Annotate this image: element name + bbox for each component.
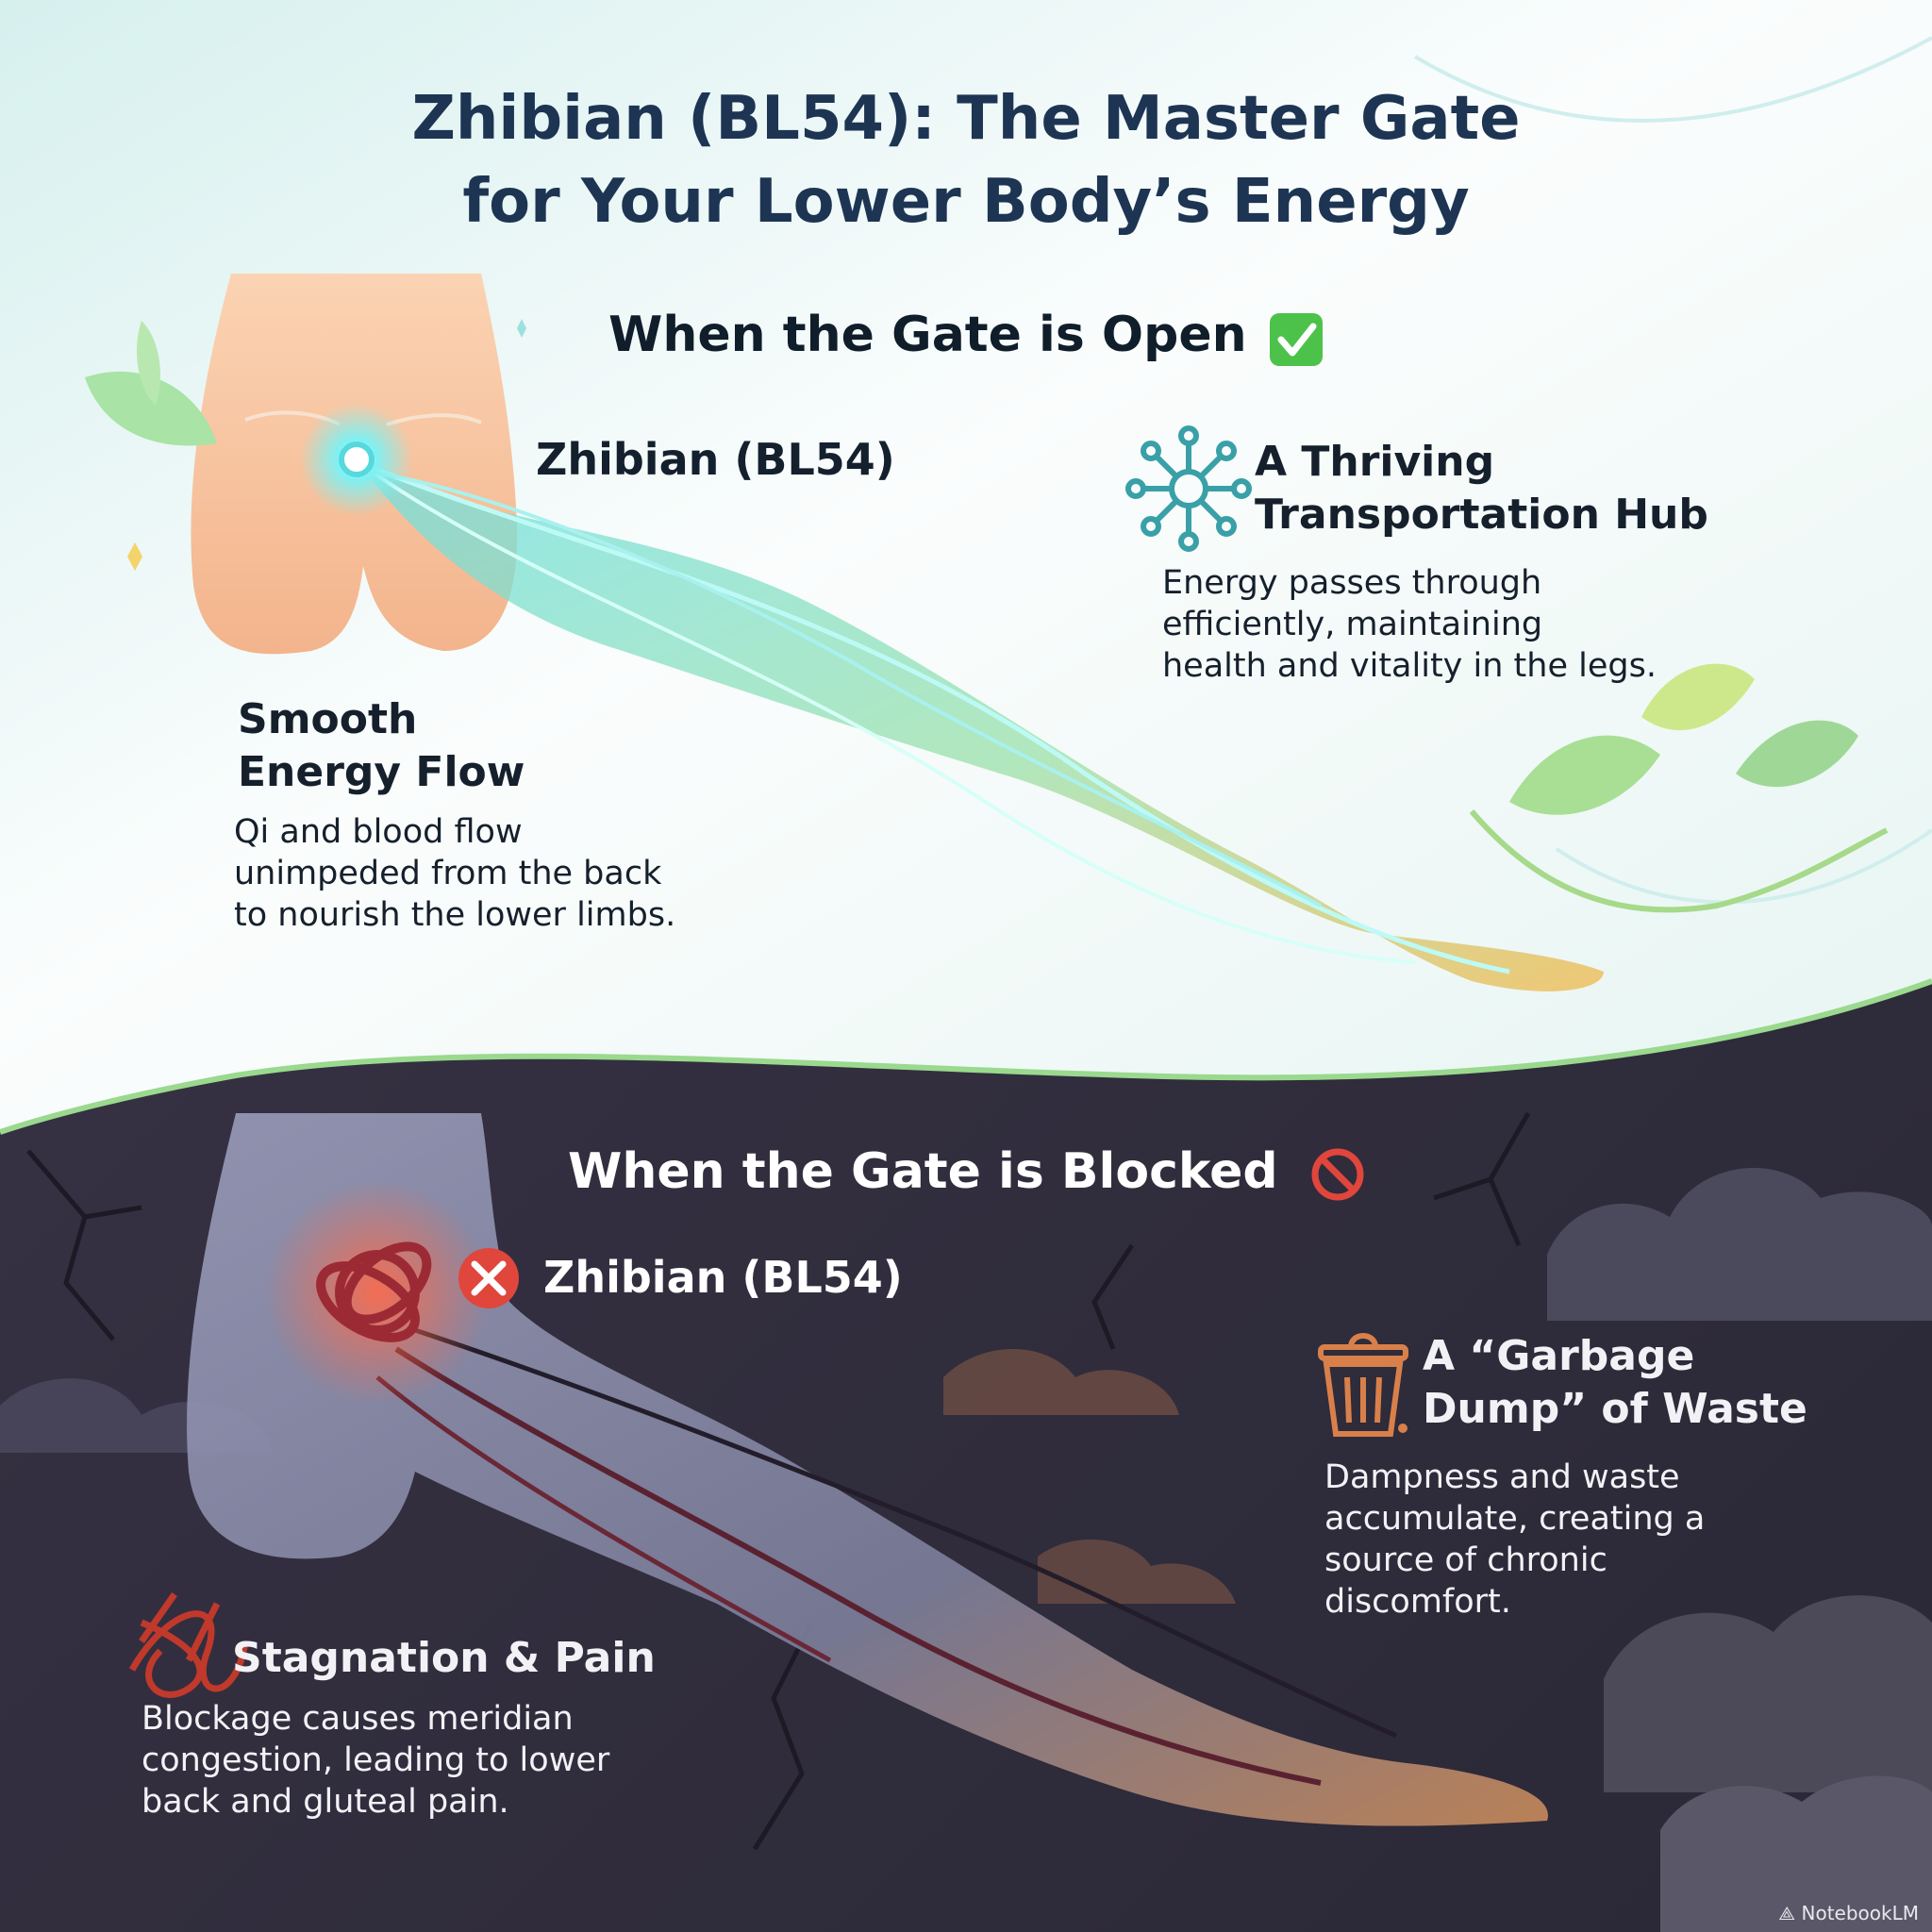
feature-desc-line: unimpeded from the back <box>234 855 662 892</box>
watermark: ⟁ NotebookLM <box>1778 1902 1919 1924</box>
feature-desc-line: Blockage causes meridian <box>142 1700 574 1738</box>
open-section-heading: When the Gate is Open <box>608 307 1247 363</box>
leaf-decoration <box>1736 720 1858 788</box>
swirl-line <box>1555 828 1932 905</box>
knot-blockage <box>316 1241 432 1342</box>
crack-decoration <box>26 1149 142 1341</box>
blockage-glow <box>264 1179 491 1406</box>
leaf-decoration <box>85 371 217 446</box>
crack-decoration <box>752 1621 814 1851</box>
cloud-decoration <box>1604 1595 1932 1792</box>
acupoint-marker-open <box>339 441 375 477</box>
trash-can-icon <box>1318 1333 1408 1437</box>
x-circle-icon <box>458 1248 519 1308</box>
page-title: Zhibian (BL54): The Master Gate for Your… <box>0 77 1932 243</box>
watermark-text: NotebookLM <box>1801 1902 1920 1924</box>
blocked-section-heading: When the Gate is Blocked <box>568 1143 1278 1200</box>
sparkle-decoration <box>127 542 142 571</box>
feature-title-line: Stagnation & Pain <box>232 1634 656 1682</box>
feature-title-line: A Thriving <box>1255 438 1495 486</box>
feature-desc-line: health and vitality in the legs. <box>1162 647 1657 685</box>
feature-title-flow: Smooth Energy Flow <box>238 693 525 799</box>
feature-desc-line: to nourish the lower limbs. <box>234 896 676 934</box>
prohibited-icon <box>1311 1148 1364 1201</box>
section-divider <box>0 978 1932 1135</box>
feature-title-line: Dump” of Waste <box>1423 1385 1807 1433</box>
meridian-line <box>358 459 1510 974</box>
smoke-decoration <box>943 1349 1179 1415</box>
feature-title-line: Transportation Hub <box>1255 491 1708 539</box>
notebooklm-logo-icon: ⟁ <box>1778 1902 1802 1924</box>
feature-desc-line: source of chronic <box>1324 1541 1607 1579</box>
meridian-line <box>357 460 1416 964</box>
sparkle-decoration <box>517 319 526 338</box>
acupoint-label-open: Zhibian (BL54) <box>536 434 895 485</box>
blocked-leg-figure <box>187 1113 1548 1826</box>
check-box-icon <box>1270 313 1323 366</box>
leaf-decoration <box>137 321 160 406</box>
feature-desc-line: back and gluteal pain. <box>142 1783 509 1821</box>
meridian-line <box>367 470 1322 908</box>
network-hub-icon <box>1125 425 1252 552</box>
crack-decoration <box>1091 1243 1135 1350</box>
feature-desc-line: accumulate, creating a <box>1324 1500 1706 1538</box>
crack-decoration <box>1433 1111 1531 1246</box>
feature-title-line: Energy Flow <box>238 748 525 796</box>
acupoint-label-blocked: Zhibian (BL54) <box>543 1252 903 1303</box>
cloud-decoration <box>1547 1167 1932 1321</box>
feature-title-line: Smooth <box>238 695 418 743</box>
feature-title-hub: A Thriving Transportation Hub <box>1255 436 1708 541</box>
feature-desc-hub: Energy passes through efficiently, maint… <box>1162 562 1657 687</box>
title-line: for Your Lower Body’s Energy <box>462 167 1470 237</box>
congested-meridian <box>375 1375 832 1663</box>
feature-desc-line: efficiently, maintaining <box>1162 606 1543 643</box>
energy-flow-leg <box>358 462 1604 991</box>
feature-desc-line: discomfort. <box>1324 1583 1511 1621</box>
congested-meridian <box>394 1346 1322 1786</box>
trash-dot-decoration <box>1398 1424 1407 1433</box>
vine-decoration <box>1469 809 1889 913</box>
smoke-decoration <box>1038 1539 1236 1604</box>
feature-title-line: A “Garbage <box>1423 1332 1695 1380</box>
feature-desc-line: congestion, leading to lower <box>142 1741 610 1779</box>
feature-desc-line: Energy passes through <box>1162 564 1542 602</box>
leaf-decoration <box>1509 735 1660 815</box>
feature-desc-waste: Dampness and waste accumulate, creating … <box>1324 1457 1705 1623</box>
swirl-line <box>1413 36 1932 123</box>
feature-title-stagnation: Stagnation & Pain <box>232 1632 656 1685</box>
knot-icon <box>128 1591 249 1698</box>
feature-desc-line: Qi and blood flow <box>234 813 523 851</box>
title-line: Zhibian (BL54): The Master Gate <box>411 84 1521 154</box>
leaf-decoration <box>1641 663 1755 731</box>
feature-title-waste: A “Garbage Dump” of Waste <box>1423 1330 1807 1436</box>
congested-meridian <box>414 1327 1398 1739</box>
feature-desc-stagnation: Blockage causes meridian congestion, lea… <box>142 1698 609 1823</box>
cloud-decoration <box>1660 1775 1932 1932</box>
feature-desc-line: Dampness and waste <box>1324 1458 1680 1496</box>
feature-desc-flow: Qi and blood flow unimpeded from the bac… <box>234 811 675 936</box>
